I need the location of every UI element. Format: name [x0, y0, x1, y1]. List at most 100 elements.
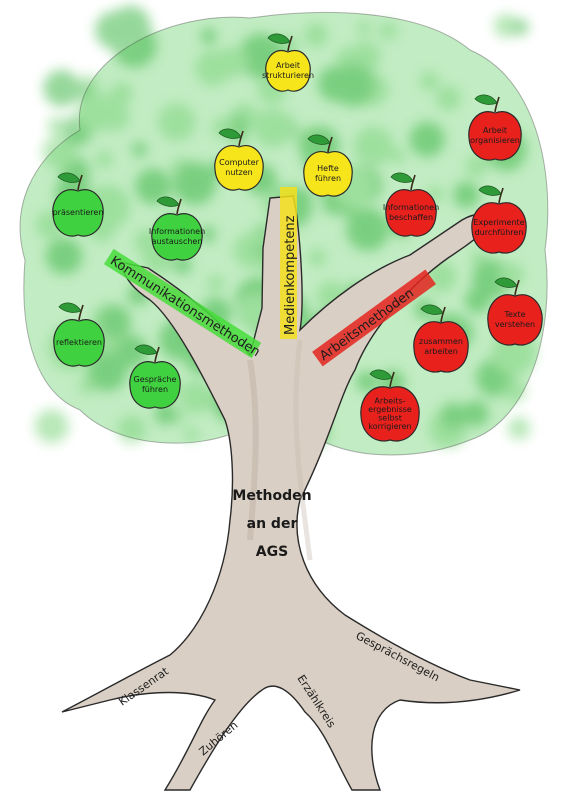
apple-body	[151, 213, 203, 261]
foliage-blotch	[173, 161, 217, 205]
apple-label-line: strukturieren	[262, 71, 314, 80]
foliage-blotch	[379, 21, 398, 41]
apple-label-line: präsentieren	[53, 208, 104, 217]
foliage-blotch	[34, 409, 69, 444]
apple-leaf	[58, 302, 82, 313]
foliage-blotch	[207, 275, 225, 292]
apple-leaf	[57, 172, 81, 183]
branch-medien: Medienkompetenz	[280, 187, 298, 339]
foliage-blotch	[353, 126, 394, 167]
apple-label-line: verstehen	[495, 320, 535, 329]
foliage-blotch	[95, 11, 134, 50]
apple-label-line: selbst	[378, 413, 402, 422]
apple-leaf	[474, 94, 498, 105]
foliage-blotch	[180, 380, 214, 414]
apple-leaf	[369, 369, 393, 380]
foliage-blotch	[346, 208, 390, 252]
foliage-blotch	[45, 237, 83, 275]
apple-body	[487, 294, 543, 346]
foliage-blotch	[511, 18, 529, 36]
apple-label-line: Informationen	[149, 227, 205, 236]
foliage-blotch	[97, 305, 131, 339]
foliage-blotch	[199, 225, 216, 243]
foliage-blotch	[173, 255, 192, 275]
foliage-blotch	[332, 63, 376, 107]
foliage-blotch	[419, 71, 440, 91]
apple-leaf	[307, 134, 331, 145]
apple-praesentieren: präsentieren	[52, 172, 104, 237]
medien-label: Medienkompetenz	[283, 215, 298, 335]
apple-leaf	[134, 344, 158, 355]
foliage-blotch	[42, 135, 77, 169]
apple-label-line: arbeiten	[424, 347, 458, 356]
foliage-blotch	[436, 85, 462, 111]
foliage-blotch	[76, 92, 117, 132]
trunk-title-line-2: an der	[247, 516, 298, 532]
apple-label-line: Hefte	[317, 164, 339, 173]
foliage-blotch	[200, 28, 217, 45]
apple-leaf	[390, 172, 414, 183]
apple-body	[53, 319, 105, 367]
apple-label-line: Experimente	[473, 218, 524, 227]
apple-body	[265, 50, 311, 92]
tree-trunk	[61, 195, 521, 791]
apple-label-line: Arbeit	[276, 61, 300, 70]
foliage-blotch	[390, 148, 406, 164]
apple-body	[471, 202, 527, 254]
apple-label-line: Texte	[503, 310, 525, 319]
foliage-blotch	[95, 150, 113, 169]
arbeit-highlight	[312, 269, 436, 367]
apple-label-line: zusammen	[419, 337, 463, 346]
trunk-title: Methoden an der AGS	[232, 488, 311, 560]
apple-body	[468, 111, 522, 161]
apple-leaf	[420, 304, 444, 315]
apple-leaf	[156, 196, 180, 207]
foliage-blotch	[453, 181, 480, 208]
foliage-blotch	[304, 22, 329, 48]
apple-label-line: Arbeits-	[374, 396, 405, 405]
apple-label-line: führen	[315, 174, 341, 183]
apple-body	[360, 386, 420, 442]
medien-highlight	[280, 187, 297, 339]
trunk-title-line-3: AGS	[256, 544, 288, 560]
foliage-blotch	[157, 103, 196, 141]
foliage-blotch	[253, 108, 293, 148]
apple-label-line: organisieren	[470, 136, 520, 145]
apple-body	[303, 151, 353, 197]
foliage-blotch	[47, 116, 66, 135]
foliage-blotch	[115, 335, 148, 368]
apple-label-line: Informationen	[383, 203, 439, 212]
apple-leaf	[494, 277, 518, 288]
apple-body	[129, 361, 181, 409]
foliage-blotch	[465, 155, 488, 178]
apple-label-line: Computer	[219, 158, 259, 167]
foliage-blotch	[462, 400, 489, 427]
apple-label-line: Arbeit	[483, 126, 507, 135]
foliage-blotch	[135, 168, 172, 205]
apple-leaf	[478, 185, 502, 196]
apple-label-line: nutzen	[225, 168, 252, 177]
apple-label-line: beschaffen	[389, 213, 433, 222]
foliage-blotch	[409, 121, 445, 158]
apple-label-line: austauschen	[152, 237, 203, 246]
foliage-blotch	[507, 417, 531, 440]
foliage-blotch	[356, 20, 372, 36]
apple-label-line: Gespräche	[134, 375, 177, 384]
apple-reflektieren: reflektieren	[53, 302, 105, 367]
trunk-title-line-1: Methoden	[232, 488, 311, 504]
apple-leaf	[267, 33, 291, 44]
apple-label-line: korrigieren	[368, 422, 411, 431]
kommunikation-highlight	[103, 248, 262, 359]
